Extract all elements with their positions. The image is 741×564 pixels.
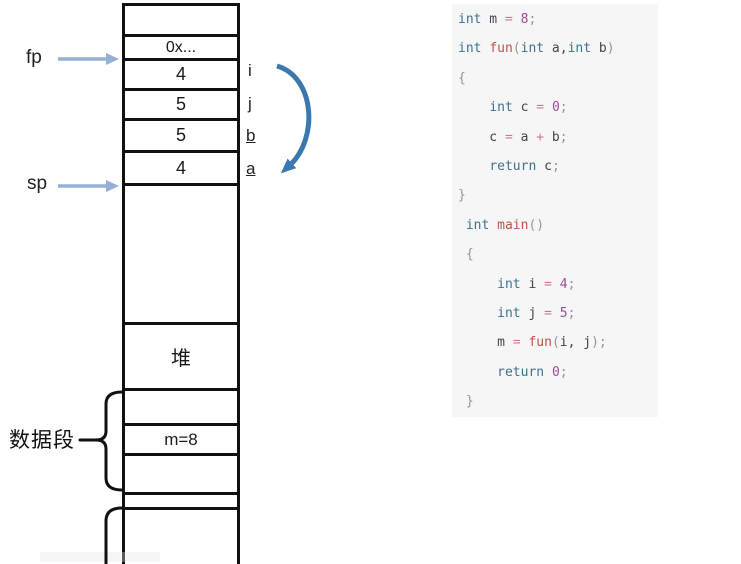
code-line: c = a + b; — [458, 129, 568, 145]
data-segment-brace — [78, 390, 124, 492]
label-param-a: a — [246, 159, 256, 178]
label-var-j: j — [248, 94, 252, 113]
data-segment-cell-1 — [125, 391, 237, 426]
code-line: return c; — [489, 158, 560, 174]
watermark — [40, 552, 160, 562]
code-line: int main() — [465, 217, 545, 233]
code-block: int m = 8; int fun(int a,int b) { int c = … — [452, 4, 658, 417]
code-line: } — [458, 188, 466, 204]
code-line: { — [458, 70, 466, 86]
label-var-i: i — [248, 61, 252, 80]
code-line: int m = 8; — [458, 12, 537, 27]
label-param-b: b — [246, 126, 256, 145]
code-line: int i = 4; — [497, 276, 576, 292]
stack-cell-var-i: 4 — [125, 61, 237, 91]
code-line: int fun(int a,int b) — [458, 41, 615, 57]
data-segment-cell-2 — [125, 456, 237, 495]
code-line: int j = 5; — [497, 305, 576, 321]
code-line: m = fun(i, j); — [458, 335, 607, 351]
stack-cell-return-address: 0x... — [125, 37, 237, 61]
code-line: } — [465, 394, 474, 410]
global-m-cell: m=8 — [125, 426, 237, 456]
data-segment-label: 数据段 — [9, 429, 75, 452]
sp-pointer-label: sp — [27, 173, 48, 194]
stack-cell-var-j: 5 — [125, 91, 237, 121]
memory-column: 0x... 4 5 5 4 堆 m=8 — [122, 3, 240, 564]
heap-cell: 堆 — [125, 325, 237, 391]
stack-cell-param-a: 4 — [125, 153, 237, 186]
arg-copy-curve-arrow — [276, 63, 312, 174]
fp-pointer-label: fp — [26, 47, 42, 68]
stack-cell-free — [125, 186, 237, 325]
code-line: return 0; — [497, 364, 568, 380]
stack-cell-param-b: 5 — [125, 121, 237, 153]
stack-cell-empty-top — [125, 6, 237, 37]
code-line: int c = 0; — [489, 100, 568, 116]
gap-cell — [125, 495, 237, 510]
code-line: { — [465, 247, 474, 263]
